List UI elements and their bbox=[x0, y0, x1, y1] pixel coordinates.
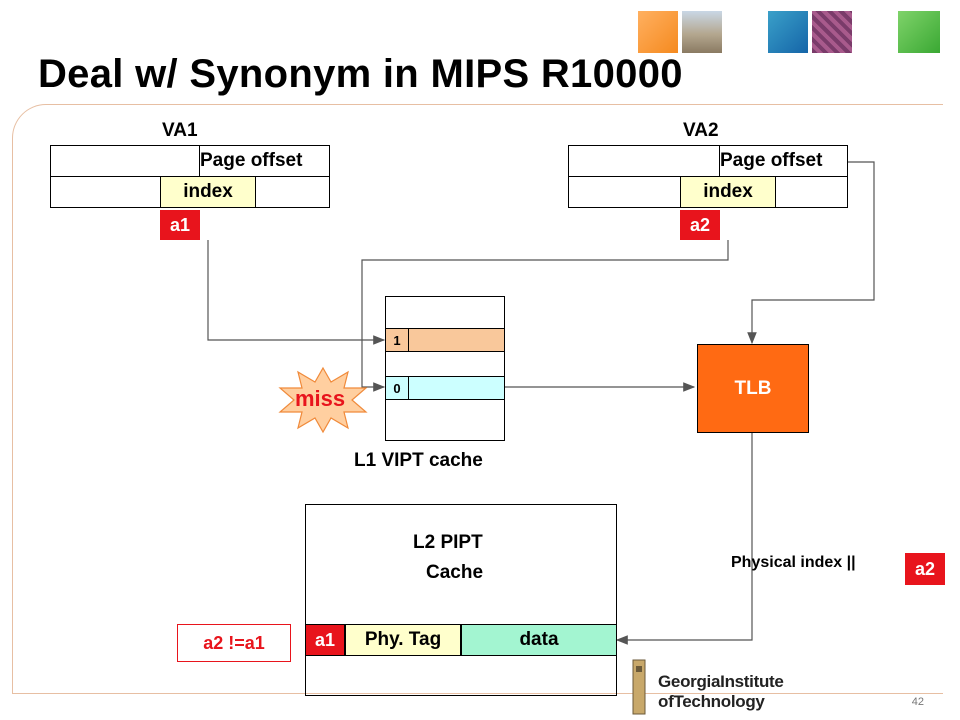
physical-index-label: Physical index || bbox=[731, 554, 856, 571]
l2-phy-tag: Phy. Tag bbox=[345, 624, 461, 656]
l1-cache-label: L1 VIPT cache bbox=[354, 450, 483, 471]
thumbnail-green bbox=[898, 11, 940, 53]
l2-tag-bits-a1: a1 bbox=[305, 624, 345, 656]
page-number: 42 bbox=[911, 696, 924, 708]
thumbnail-blue bbox=[768, 11, 808, 53]
l2-label-line2: Cache bbox=[426, 562, 484, 583]
l2-data: data bbox=[461, 624, 617, 656]
tlb-box: TLB bbox=[697, 344, 809, 433]
georgia-tech-logo: GeorgiaInstitute ofTechnology bbox=[624, 656, 824, 716]
l1-row-0 bbox=[385, 376, 505, 400]
l1-row-1-bit: 1 bbox=[385, 328, 409, 352]
va2-label: VA2 bbox=[683, 120, 719, 141]
l2-cache bbox=[305, 504, 617, 696]
l1-row-0-bit: 0 bbox=[385, 376, 409, 400]
thumbnail-orange bbox=[638, 11, 678, 53]
l1-cache bbox=[385, 296, 505, 441]
va1-label: VA1 bbox=[162, 120, 198, 141]
l2-label-line1: L2 PIPT bbox=[413, 532, 483, 553]
slide-title: Deal w/ Synonym in MIPS R10000 bbox=[38, 52, 683, 96]
miss-label: miss bbox=[295, 386, 346, 411]
va1-index-field: index bbox=[160, 176, 256, 208]
slide-frame bbox=[12, 104, 943, 694]
logo-line1: GeorgiaInstitute bbox=[658, 672, 784, 691]
thumbnail-chip-photo bbox=[812, 11, 852, 53]
physical-index-tag-a2: a2 bbox=[905, 553, 945, 585]
tlb-to-l2-wire bbox=[615, 433, 753, 645]
compare-note: a2 !=a1 bbox=[177, 624, 291, 662]
va2-tag-a2: a2 bbox=[680, 210, 720, 240]
va2-index-field: index bbox=[680, 176, 776, 208]
tower-icon bbox=[632, 659, 646, 715]
offset-to-tlb-wire bbox=[747, 161, 875, 345]
a1-to-l1-wire bbox=[207, 240, 386, 345]
thumbnail-campus-photo bbox=[682, 11, 722, 53]
miss-burst-icon bbox=[278, 366, 368, 434]
logo-line2: ofTechnology bbox=[658, 692, 765, 711]
a2-to-l1-wire bbox=[361, 240, 729, 392]
va2-page-offset: Page offset bbox=[720, 150, 823, 171]
l1-row-1 bbox=[385, 328, 505, 352]
va1-page-offset: Page offset bbox=[200, 150, 303, 171]
va1-tag-a1: a1 bbox=[160, 210, 200, 240]
